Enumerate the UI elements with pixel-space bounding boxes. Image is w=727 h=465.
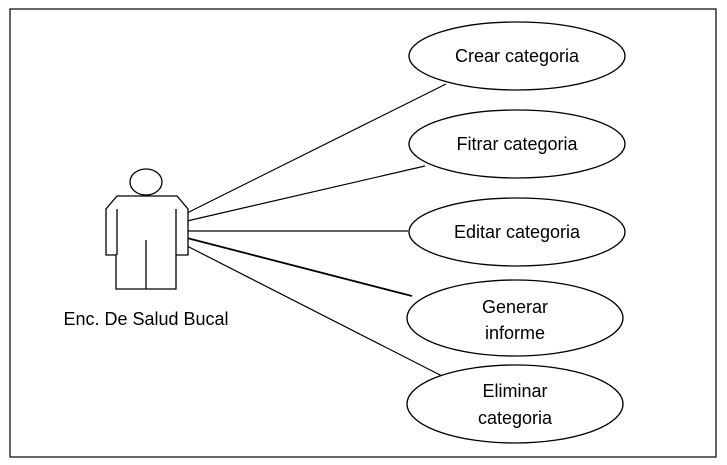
association-line <box>186 165 426 222</box>
association-line <box>186 245 445 378</box>
association-line <box>186 83 447 214</box>
use-case-ellipse <box>406 279 624 357</box>
use-case-label: Crear categoria <box>455 46 580 66</box>
use-case-eliminar-categoria: Eliminar categoria <box>406 364 624 444</box>
use-case-label-line-1: Eliminar <box>482 381 547 401</box>
use-case-label-line-2: categoria <box>478 408 553 428</box>
use-case-generar-informe: Generar informe <box>406 279 624 357</box>
use-case-fitrar-categoria: Fitrar categoria <box>408 109 626 179</box>
actor-label: Enc. De Salud Bucal <box>63 309 228 329</box>
use-case-label: Editar categoria <box>454 222 581 242</box>
use-case-label-line-1: Generar <box>482 297 548 317</box>
use-case-crear-categoria: Crear categoria <box>408 21 626 91</box>
use-case-ellipse <box>408 21 626 91</box>
association-line <box>186 237 413 297</box>
actor-head <box>129 168 163 196</box>
use-case-ellipse <box>408 109 626 179</box>
use-case-editar-categoria: Editar categoria <box>408 197 626 267</box>
use-case-label: Fitrar categoria <box>456 134 578 154</box>
stick-figure-actor-icon <box>105 168 189 290</box>
actor-body <box>105 195 189 290</box>
use-case-ellipse <box>408 197 626 267</box>
use-case-label-line-2: informe <box>485 323 545 343</box>
use-case-ellipse <box>406 364 624 444</box>
associations <box>186 83 447 378</box>
